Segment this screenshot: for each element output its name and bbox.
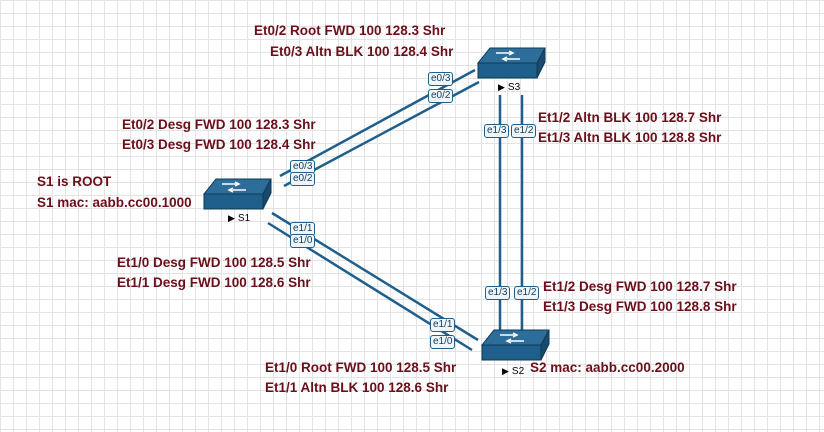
link-s1-s3-e03[interactable] (279, 68, 476, 178)
port-tag-s2-e10[interactable]: e1/0 (430, 335, 456, 349)
play-icon: ▶ (228, 213, 235, 223)
port-tag-s2-e11[interactable]: e1/1 (430, 318, 456, 332)
play-icon: ▶ (498, 82, 505, 92)
s1-mac-note: S1 mac: aabb.cc00.1000 (37, 195, 192, 210)
switch-arrows-icon (496, 50, 520, 62)
s1-ports-to-s2-line2: Et1/1 Desg FWD 100 128.6 Shr (117, 275, 311, 290)
s1-ports-to-s3-line2: Et0/3 Desg FWD 100 128.4 Shr (122, 137, 316, 152)
s3-ports-to-s2-line2: Et1/3 Altn BLK 100 128.8 Shr (538, 130, 722, 145)
switch-s3[interactable] (476, 47, 546, 79)
s3-ports-line1: Et0/2 Root FWD 100 128.3 Shr (254, 23, 446, 38)
port-tag-s3-e12[interactable]: e1/2 (511, 124, 537, 138)
s1-ports-to-s2-line1: Et1/0 Desg FWD 100 128.5 Shr (117, 255, 311, 270)
switch-s2[interactable] (480, 329, 550, 361)
port-tag-s2-e12[interactable]: e1/2 (514, 286, 540, 300)
port-tag-s3-e13[interactable]: e1/3 (484, 124, 510, 138)
s2-mac-note: S2 mac: aabb.cc00.2000 (530, 360, 685, 375)
switch-arrows-icon (222, 181, 246, 193)
s1-root-note: S1 is ROOT (37, 174, 112, 189)
s2-ports-to-s3-line2: Et1/3 Desg FWD 100 128.8 Shr (543, 299, 737, 314)
switch-arrows-icon (500, 332, 524, 344)
switch-s1-name: ▶S1 (228, 213, 250, 224)
switch-name-label: S3 (507, 82, 521, 93)
s1-ports-to-s3-line1: Et0/2 Desg FWD 100 128.3 Shr (122, 117, 316, 132)
s2-ports-to-s1-line1: Et1/0 Root FWD 100 128.5 Shr (265, 360, 457, 375)
port-tag-s1-e02[interactable]: e0/2 (290, 172, 316, 186)
play-icon: ▶ (502, 366, 509, 376)
port-tag-s3-e03[interactable]: e0/3 (428, 72, 454, 86)
switch-s3-name: ▶S3 (498, 82, 520, 93)
switch-s2-name: ▶S2 (502, 366, 524, 377)
port-tag-s1-e10[interactable]: e1/0 (290, 234, 316, 248)
port-tag-s2-e13[interactable]: e1/3 (485, 286, 511, 300)
switch-name-label: S1 (237, 213, 251, 224)
s2-ports-to-s3-line1: Et1/2 Desg FWD 100 128.7 Shr (543, 279, 737, 294)
switch-name-label: S2 (511, 366, 525, 377)
port-tag-s3-e02[interactable]: e0/2 (428, 89, 454, 103)
s3-ports-line2: Et0/3 Altn BLK 100 128.4 Shr (270, 44, 454, 59)
switch-s1[interactable] (202, 178, 272, 210)
s3-ports-to-s2-line1: Et1/2 Altn BLK 100 128.7 Shr (538, 110, 722, 125)
s2-ports-to-s1-line2: Et1/1 Altn BLK 100 128.6 Shr (265, 380, 449, 395)
